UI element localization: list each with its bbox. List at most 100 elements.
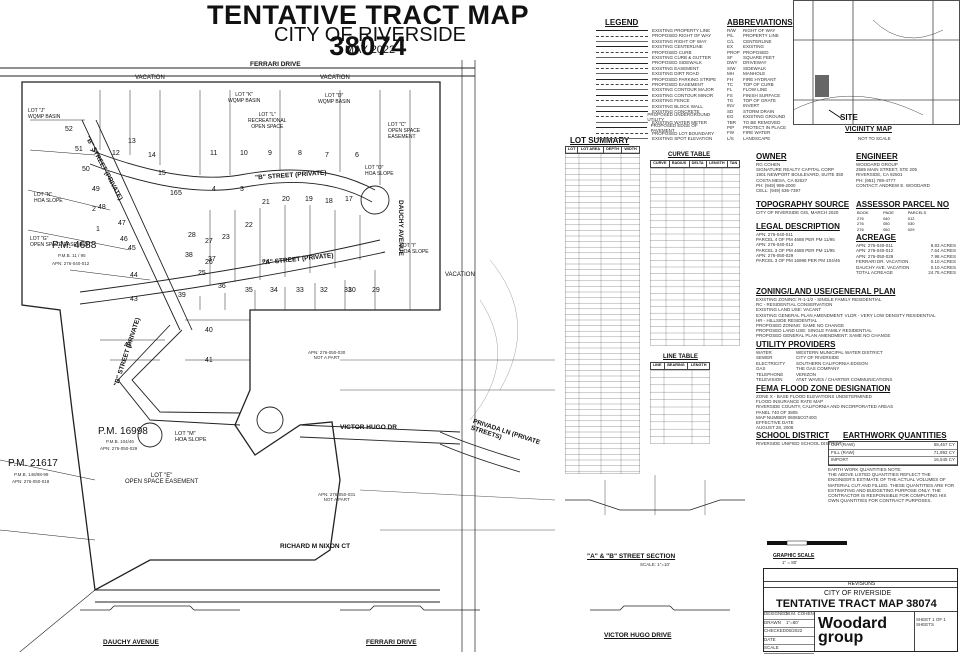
legal-text: APN: 276-040-011 PARCEL 4 OF PM 4688 PER… [756,232,841,264]
lot-lines-center [209,205,361,285]
vicinity-site-label: SITE [840,113,858,122]
title-block-field-label: SCALE [764,645,779,651]
assessor-cell: 276 [857,215,864,221]
abbreviation-code: DWY [727,60,738,66]
pm-4688-ref: P.M.B. 11 / 95 [58,253,86,258]
title-block-field-value: 1"=80' [786,619,799,625]
line-table-col: LENGTH [687,362,710,370]
lot-number: 11 [210,150,218,157]
lot-number: 47 [118,220,126,227]
legend-text: PROPOSED RIGHT OF WAY [652,33,712,39]
pm-16998-name: P.M. 16998 [98,426,148,437]
earthwork-row: IMPORT 16,545 CY [829,457,957,465]
legend-text: EXISTING DIRT ROAD [652,71,699,77]
lot-number: 4 [212,186,216,193]
pm-16998-apn: APN: 276-050-029 [100,446,138,451]
earthwork-value: 16,545 CY [933,457,955,462]
legend-swatch [596,105,648,107]
utility-label: TELEPHONE [756,371,784,377]
utility-label: SEWER [756,355,773,361]
legend-item: EXISTING BLOCK WALL [596,103,721,109]
legend-swatch [596,57,648,59]
abbreviation-meaning: SIDEWALK [743,65,767,71]
assessor-cell: 050 [883,221,890,227]
nixon-ct-label: RICHARD M NIXON CT [280,543,351,550]
legend-text: PROPOSED EASEMENT [652,82,704,87]
acreage-value: 0.10 ACRES [930,264,956,270]
abbreviation-meaning: TOP OF CURB [743,81,774,87]
lot-number: 5 [178,190,182,197]
lot-number: 41 [205,357,213,364]
legend-swatch [596,67,648,69]
acreage-label: APN: 276-050-029 [856,253,894,259]
curve-table-col: RADIUS [668,160,690,168]
lot-d-label: LOT "D" WQMP BASIN [318,93,351,105]
lot-number: 35 [245,287,253,294]
acreage-title: ACREAGE [856,233,897,242]
victor-section [590,605,730,611]
title-block-field: DATE [764,637,814,646]
abbreviation-item: SD STORM DRAIN [727,109,787,114]
engineer-text: WOODARD GROUP 2585 MAIN STREET, STE 205 … [856,162,930,188]
legend-text: EXISTING BLOCK WALL [652,103,703,109]
abbreviation-code: TBR [727,119,736,125]
assessor-cell: 276 [857,221,864,227]
title-block-title: TENTATIVE TRACT MAP 38074 [776,598,937,610]
line-table-title: LINE TABLE [663,354,698,360]
utility-value: WESTERN MUNICIPAL WATER DISTRICT [796,350,883,355]
lot-number: 21 [262,199,270,206]
legend-item: EXISTING CONTOUR MAJOR [596,87,721,92]
legend-swatch [596,89,648,91]
lot-number: 31 [344,287,352,294]
utility-value: SOUTHERN CALIFORNIA EDISON [796,360,868,366]
legend-swatch [596,35,648,37]
pm-4688-apn: APN: 276-040-012 [52,261,90,266]
abbreviation-meaning: PROTECT IN PLACE [743,125,787,131]
legend-text: PROPOSED SIDEWALK [652,60,702,66]
page-title: TENTATIVE TRACT MAP 38074 [207,0,529,61]
abbreviation-meaning: STORM DRAIN [743,108,775,114]
abbreviation-meaning: MANHOLE [743,71,766,77]
topography-title: TOPOGRAPHY SOURCE [756,200,850,209]
legend-text: PROPOSED UNDERGROUND UTILITY [647,111,711,122]
lot-number: 22 [245,222,253,229]
legend-text: EXISTING CONTOUR MINOR [652,92,714,98]
ab-section-dims [604,475,706,515]
legend-swatch [596,84,648,86]
vacation-label-east: VACATION [320,75,350,81]
lot-number: 15 [158,170,166,177]
curve-table-title: CURVE TABLE [668,152,711,158]
abbreviation-code: PIP [727,125,735,131]
lot-j-label: LOT "J" WQMP BASIN [28,108,61,120]
pm-16998-ref: P.M.B. 104/46 [106,439,134,444]
assessor-cell: 029 [907,227,915,233]
fema-text: ZONE X - BASE FLOOD ELEVATIONS UNDETERMI… [756,394,894,431]
vacation-label-west: VACATION [135,75,165,81]
curve-table: CURVE RADIUS DELTA LENGTH TAN [650,160,741,168]
ab-section-title: "A" & "B" STREET SECTION [587,553,676,560]
lot-g-label: LOT "G" OPEN SPACE EASEMENT [30,236,92,248]
lot-m-label: LOT "M" HOA SLOPE [175,431,207,443]
lot-number: 51 [75,146,83,153]
earthwork-label: IMPORT [831,457,849,462]
lot-number: 36 [218,283,226,290]
west-parcel-lines [0,459,96,652]
abbreviation-code: SD [727,108,734,114]
lot-lines-south [199,270,376,310]
abbreviation-code: FW [727,130,734,136]
abbreviation-meaning: FLOW LINE [743,87,768,93]
pm-21617-name: P.M. 21617 [8,458,58,469]
a-street-lines [79,239,386,305]
abbreviation-item: PIP PROTECT IN PLACE [727,125,787,130]
lot-number: 30 [348,287,356,294]
assessor-cell: 276 [857,227,864,233]
lot-lines-north [99,90,411,310]
